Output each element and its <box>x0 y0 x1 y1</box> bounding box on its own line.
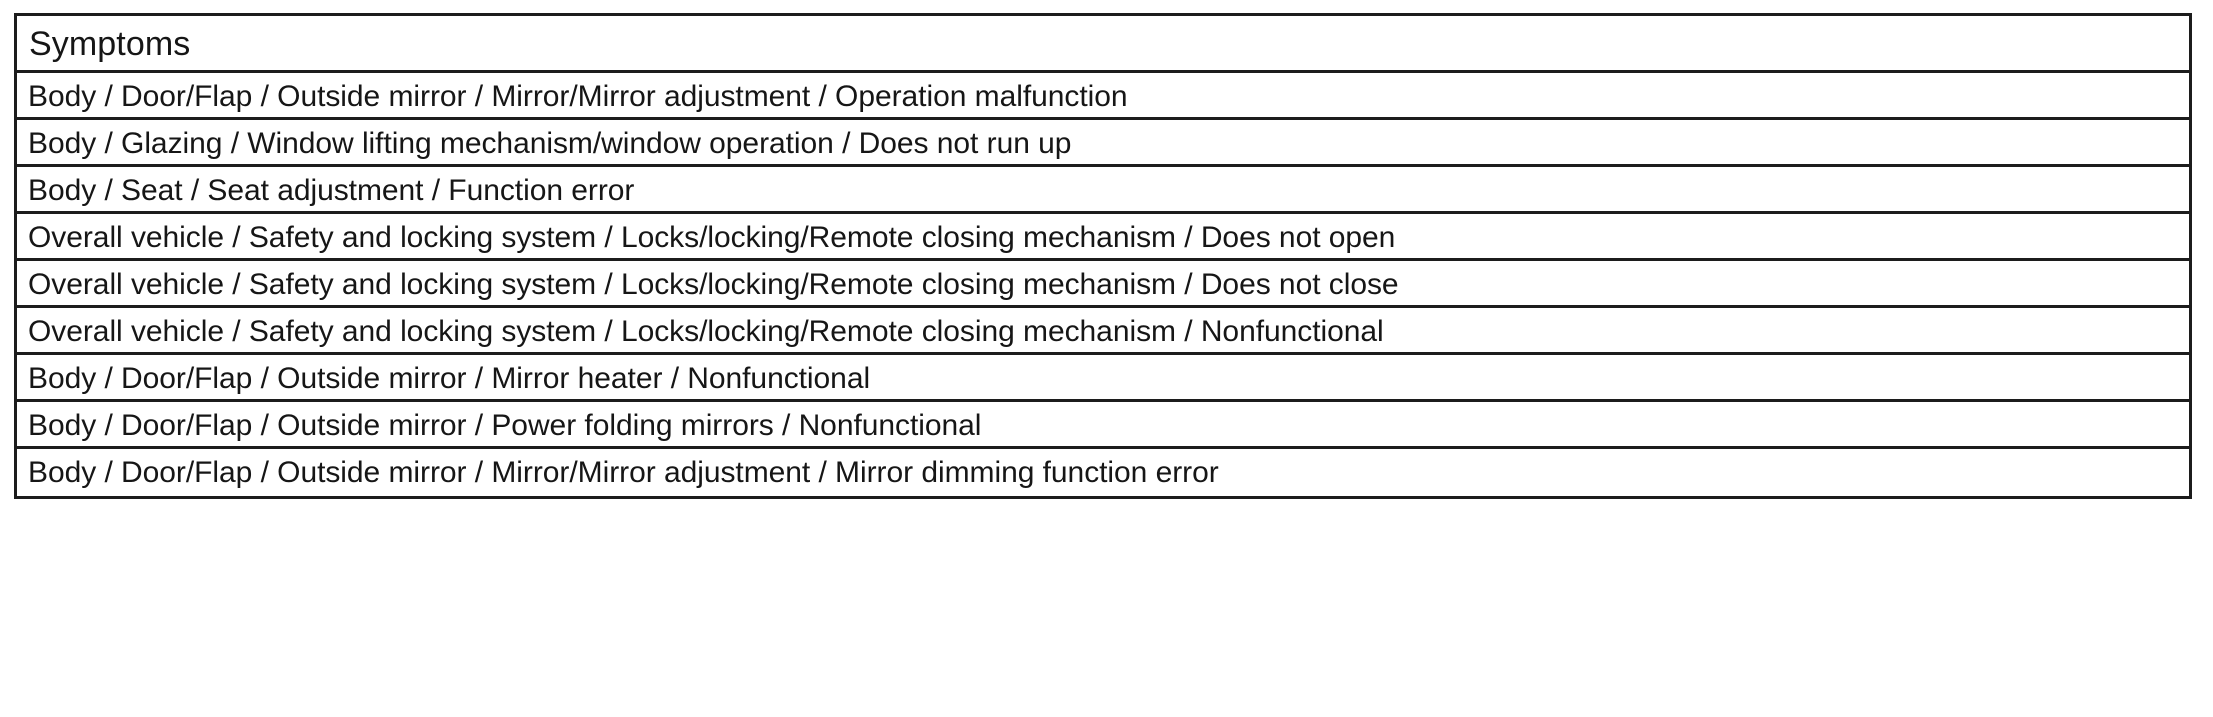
symptom-cell: Body / Seat / Seat adjustment / Function… <box>28 174 635 207</box>
column-header-symptoms: Symptoms <box>29 25 191 63</box>
symptom-cell: Body / Door/Flap / Outside mirror / Mirr… <box>28 80 1128 113</box>
table-row: Body / Door/Flap / Outside mirror / Mirr… <box>17 449 2189 496</box>
symptom-cell: Body / Glazing / Window lifting mechanis… <box>28 127 1072 160</box>
symptom-cell: Overall vehicle / Safety and locking sys… <box>28 221 1396 254</box>
table-row: Overall vehicle / Safety and locking sys… <box>17 308 2189 355</box>
symptom-cell: Body / Door/Flap / Outside mirror / Mirr… <box>28 456 1219 489</box>
table-row: Body / Door/Flap / Outside mirror / Mirr… <box>17 355 2189 402</box>
table-row: Overall vehicle / Safety and locking sys… <box>17 261 2189 308</box>
table-row: Body / Glazing / Window lifting mechanis… <box>17 120 2189 167</box>
table-row: Body / Seat / Seat adjustment / Function… <box>17 167 2189 214</box>
table-row: Body / Door/Flap / Outside mirror / Powe… <box>17 402 2189 449</box>
symptom-cell: Overall vehicle / Safety and locking sys… <box>28 268 1399 301</box>
symptoms-table-body: Symptoms Body / Door/Flap / Outside mirr… <box>17 16 2189 496</box>
table-row: Overall vehicle / Safety and locking sys… <box>17 214 2189 261</box>
symptoms-table: Symptoms Body / Door/Flap / Outside mirr… <box>14 13 2192 499</box>
symptom-cell: Overall vehicle / Safety and locking sys… <box>28 315 1384 348</box>
table-row: Body / Door/Flap / Outside mirror / Mirr… <box>17 73 2189 120</box>
symptom-cell: Body / Door/Flap / Outside mirror / Powe… <box>28 409 982 442</box>
symptom-cell: Body / Door/Flap / Outside mirror / Mirr… <box>28 362 871 395</box>
table-header-row: Symptoms <box>17 16 2189 73</box>
